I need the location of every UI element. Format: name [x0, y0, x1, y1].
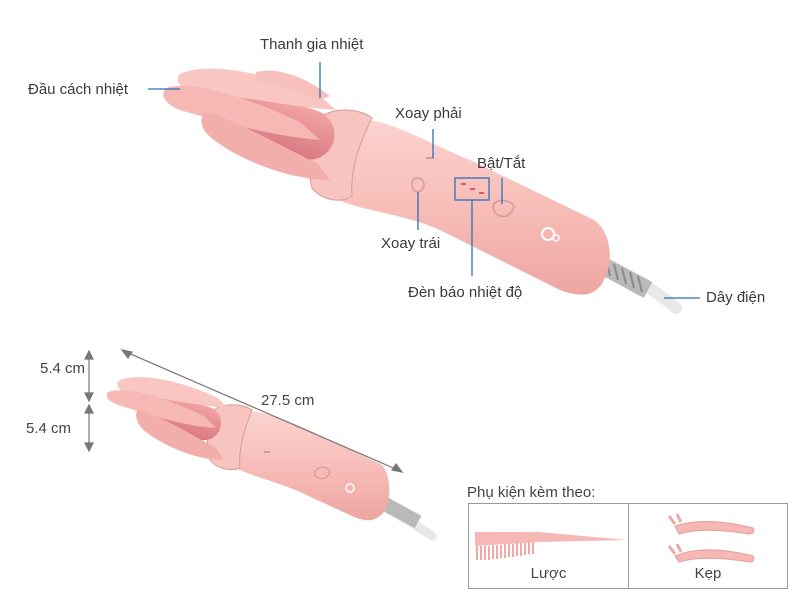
accessory-comb: Lược — [469, 504, 629, 588]
dimension-lines — [84, 349, 404, 473]
prong-bottom — [201, 112, 330, 180]
label-rotate-right: Xoay phải — [395, 105, 462, 122]
clip-icon — [667, 513, 755, 563]
label-temp-indicator: Đèn báo nhiệt độ — [408, 284, 523, 301]
curler-main — [163, 68, 682, 314]
temperature-indicator-lights — [461, 183, 484, 194]
accessories-title: Phụ kiện kèm theo: — [467, 484, 596, 501]
label-power: Bật/Tắt — [477, 155, 526, 172]
label-heating-bar: Thanh gia nhiệt — [260, 36, 364, 53]
accessory-clip: Kẹp — [629, 504, 787, 588]
comb-label: Lược — [530, 565, 567, 582]
label-rotate-left: Xoay trái — [381, 235, 441, 252]
rotate-left-button[interactable] — [411, 177, 425, 193]
accessories-box: Lược Kẹp — [468, 503, 788, 589]
prong-mid — [163, 85, 320, 140]
prong-top — [177, 68, 336, 110]
curler-dimension-view — [106, 377, 437, 541]
handle — [330, 118, 610, 295]
dim-width-bottom: 5.4 cm — [26, 420, 72, 437]
clip-label: Kẹp — [694, 565, 722, 582]
dim-width-top: 5.4 cm — [40, 360, 86, 377]
comb-icon — [475, 532, 627, 560]
dim-length: 27.5 cm — [261, 392, 315, 409]
leader-lines — [148, 62, 700, 299]
label-power-cord: Dây điện — [706, 289, 766, 306]
power-button[interactable] — [492, 199, 515, 218]
prong-back — [256, 70, 330, 100]
label-insulated-tip: Đầu cách nhiệt — [28, 81, 129, 98]
brand-logo — [541, 227, 560, 242]
